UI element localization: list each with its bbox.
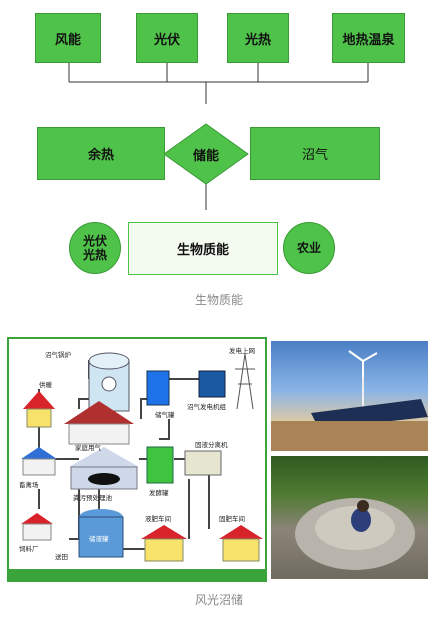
pv-box: 光伏 [136,13,198,63]
digester-icon [295,498,415,570]
waste-heat-box: 余热 [37,127,165,180]
wind-box: 风能 [35,13,101,63]
label-livestock-farm: 畜禽场 [19,481,39,489]
process-drawing [9,352,265,580]
label-return-field: 送田 [55,553,68,561]
label-liquid-fert: 液肥车间 [145,515,171,523]
caption-biomass: 生物质能 [194,293,243,307]
biomass-box: 生物质能 [128,222,278,275]
label-gas-tank: 储气罐 [155,411,175,419]
label-feed-shed: 饲料厂 [19,545,39,553]
connector-lines [68,62,369,210]
caption-wind-solar-biogas-storage: 风光沼储 [194,593,243,607]
wind-turbine-icon [271,350,428,451]
geothermal-box: 地热温泉 [332,13,405,63]
label-slurry-tank: 储液罐 [89,535,109,543]
label-biogas-generator: 沼气发电机组 [187,403,226,411]
label-manure-pool: 粪污预处理池 [73,494,112,502]
label-solid-fert: 固肥车间 [219,515,245,523]
photo-digester [271,456,428,579]
storage-diamond [163,123,249,185]
label-heating: 供暖 [39,381,52,389]
label-fermenter: 发酵罐 [149,489,169,497]
photo-wind-solar [271,341,428,451]
biogas-box: 沼气 [250,127,380,180]
label-grid: 发电上网 [229,347,255,355]
process-diagram: 沼气锅炉 供暖 家庭用气 储气罐 沼气发电机组 发电上网 畜禽场 粪污预处理池 … [7,337,267,582]
pv-thermal-line2: 光热 [82,248,107,262]
agriculture-circle: 农业 [283,222,335,274]
pv-thermal-circle: 光伏 光热 [69,222,121,274]
label-household-gas: 家庭用气 [75,444,101,452]
solar-thermal-box: 光热 [227,13,289,63]
label-separator: 固液分离机 [195,441,228,449]
storage-label: 储能 [192,149,219,164]
pv-thermal-line1: 光伏 [82,234,107,248]
label-biogas-boiler: 沼气锅炉 [45,351,71,359]
